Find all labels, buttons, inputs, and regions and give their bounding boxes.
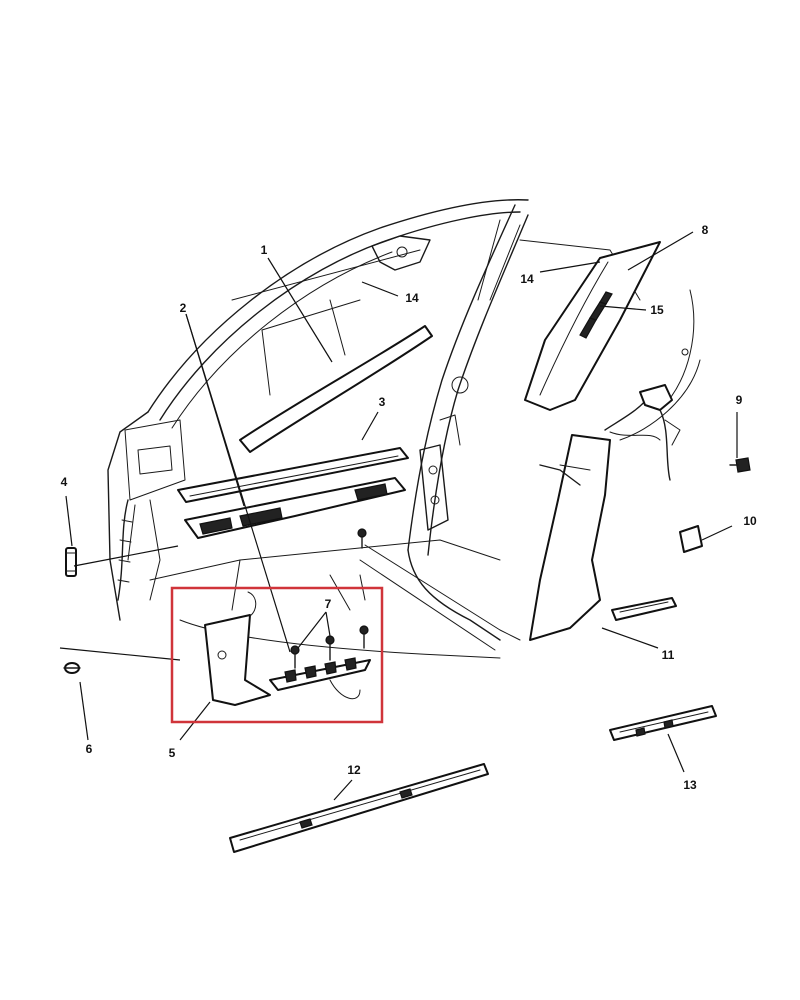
part-5-kick-panel bbox=[204, 591, 271, 706]
seat-belt-assembly bbox=[604, 384, 681, 481]
part-10-cover-cap bbox=[679, 525, 703, 553]
part-8-b-pillar-upper-trim bbox=[524, 241, 661, 411]
callout-11: 11 bbox=[662, 648, 675, 662]
vehicle-body-outline bbox=[107, 199, 701, 659]
callout-6: 6 bbox=[86, 742, 93, 756]
callout-4: 4 bbox=[61, 475, 68, 489]
highlight-box-part-5 bbox=[170, 586, 384, 724]
part-3-dash-trim-panel bbox=[177, 447, 409, 503]
part-1-windshield-trim bbox=[239, 325, 433, 453]
part-13-rear-sill-plate-2 bbox=[609, 705, 717, 741]
callout-15: 15 bbox=[650, 303, 664, 317]
part-12-front-sill-plate bbox=[229, 763, 489, 853]
callout-9: 9 bbox=[736, 393, 743, 407]
callout-2: 2 bbox=[180, 301, 187, 315]
part-6-push-pin bbox=[63, 662, 81, 674]
callout-1: 1 bbox=[261, 243, 268, 257]
callout-12: 12 bbox=[347, 763, 361, 777]
callout-14-upper-right: 14 bbox=[520, 272, 534, 286]
part-9-bolt bbox=[729, 457, 751, 473]
callout-3: 3 bbox=[379, 395, 386, 409]
callout-8: 8 bbox=[702, 223, 709, 237]
callout-7: 7 bbox=[325, 597, 332, 611]
part-7-screws bbox=[290, 528, 369, 669]
callout-labels: 1 2 3 4 5 6 7 8 9 10 11 12 13 14 14 15 bbox=[61, 223, 757, 792]
b-pillar-lower-trim bbox=[529, 434, 611, 641]
part-4-clip bbox=[65, 547, 77, 577]
kick-panel-bracket bbox=[269, 657, 371, 700]
part-11-rear-sill-plate bbox=[611, 597, 677, 621]
part-2-lower-trim-panel bbox=[184, 477, 406, 539]
leader-lines bbox=[59, 231, 738, 801]
callout-10: 10 bbox=[743, 514, 757, 528]
callout-13: 13 bbox=[683, 778, 697, 792]
callout-14-upper-left: 14 bbox=[405, 291, 419, 305]
callout-5: 5 bbox=[169, 746, 176, 760]
